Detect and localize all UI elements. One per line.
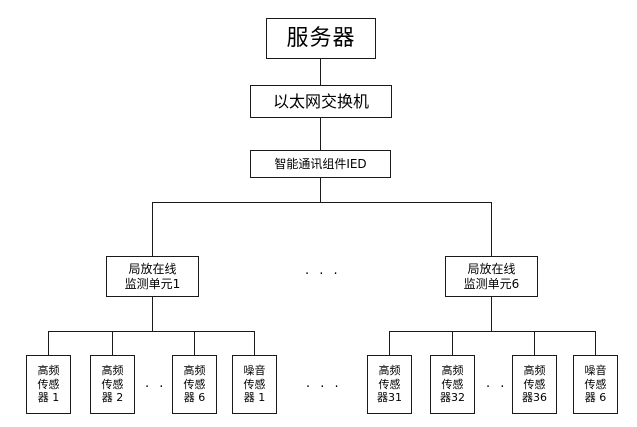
node-monitoring-unit-1[interactable]: 局放在线 监测单元1: [106, 256, 199, 297]
node-server[interactable]: 服务器: [266, 18, 376, 59]
connector-bus-to-sensor-r3: [534, 331, 535, 355]
connector-unit6-to-bus: [491, 297, 492, 331]
node-sensor-hf-32[interactable]: 高频 传感 器32: [430, 355, 475, 414]
connector-switch-to-ied: [320, 118, 321, 150]
node-sensor-hf-31[interactable]: 高频 传感 器31: [367, 355, 412, 414]
connector-bus-to-sensor-r1: [389, 331, 390, 355]
connector-unit1-to-bus: [152, 297, 153, 331]
connector-bus-to-sensor-l3: [194, 331, 195, 355]
connector-bus-to-sensor-r2: [452, 331, 453, 355]
connector-bus-to-sensor-l2: [112, 331, 113, 355]
node-monitoring-unit-6[interactable]: 局放在线 监测单元6: [445, 256, 538, 297]
connector-server-to-switch: [320, 59, 321, 85]
node-sensor-noise-6[interactable]: 噪音 传感 器 6: [573, 355, 618, 414]
node-sensor-hf-1[interactable]: 高频 传感 器 1: [26, 355, 71, 414]
bus-unit6-sensors: [389, 331, 596, 332]
node-sensor-hf-36[interactable]: 高频 传感 器36: [512, 355, 557, 414]
ellipsis-right-group: · · ·: [486, 380, 522, 395]
node-sensor-noise-1[interactable]: 噪音 传感 器 1: [232, 355, 277, 414]
ellipsis-between-sensor-groups: · · ·: [306, 380, 342, 395]
bus-ied-units: [152, 202, 492, 203]
ellipsis-between-units: · · ·: [305, 267, 341, 282]
connector-bus-to-sensor-r4: [595, 331, 596, 355]
node-sensor-hf-2[interactable]: 高频 传感 器 2: [90, 355, 135, 414]
bus-unit1-sensors: [48, 331, 255, 332]
connector-bus-to-unit-left: [152, 202, 153, 256]
connector-bus-to-sensor-l4: [254, 331, 255, 355]
connector-bus-to-sensor-l1: [48, 331, 49, 355]
node-sensor-hf-6[interactable]: 高频 传感 器 6: [172, 355, 217, 414]
ellipsis-left-group: · · ·: [145, 380, 181, 395]
connector-bus-to-unit-right: [491, 202, 492, 256]
connector-ied-to-bus: [320, 178, 321, 202]
node-ied[interactable]: 智能通讯组件IED: [250, 150, 391, 178]
node-ethernet-switch[interactable]: 以太网交换机: [250, 85, 392, 118]
